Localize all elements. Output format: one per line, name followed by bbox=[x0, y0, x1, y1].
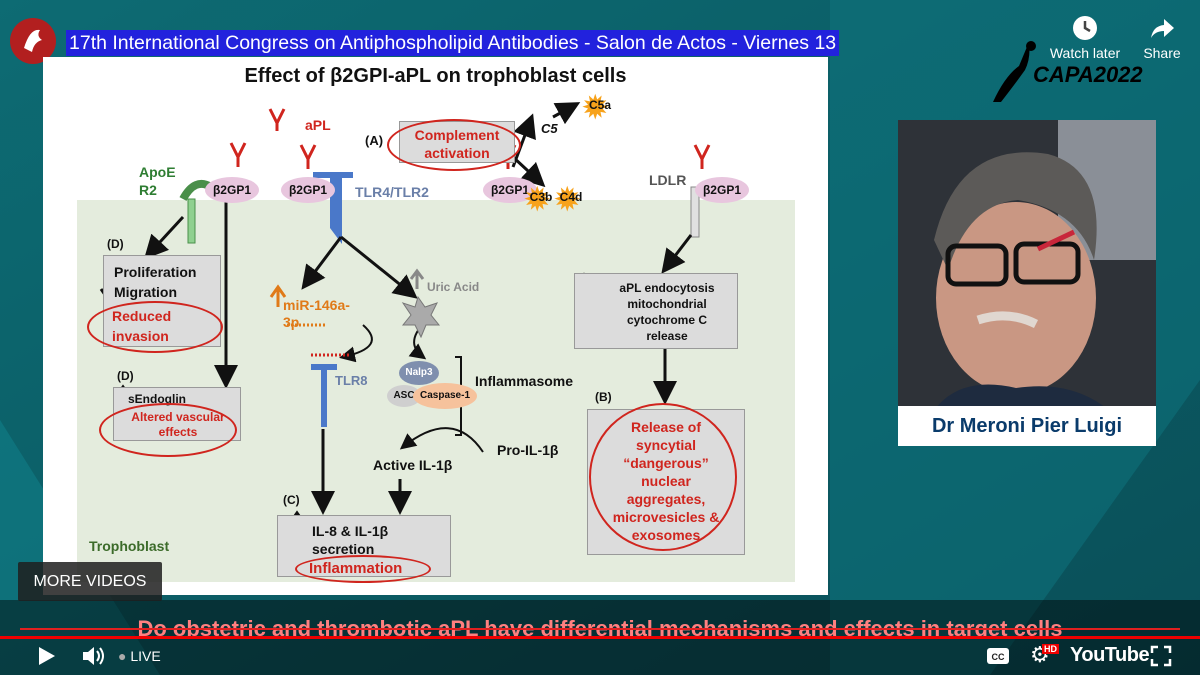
player-controls: ● LIVE CC ⚙ HD YouTube bbox=[0, 636, 1200, 675]
label-d1: (D) bbox=[107, 237, 124, 251]
endocytosis-text: aPL endocytosis mitochondrial cytochrome… bbox=[595, 280, 739, 344]
c5a-star: ✹C5a bbox=[581, 91, 619, 125]
inflammasome-label: Inflammasome bbox=[475, 373, 574, 389]
watch-later-button[interactable]: Watch later bbox=[1042, 14, 1128, 61]
mir-line2: 3p bbox=[283, 314, 300, 330]
volume-icon[interactable] bbox=[80, 643, 108, 669]
proliferation-text: Proliferation Migration bbox=[114, 262, 196, 302]
hd-badge: HD bbox=[1042, 644, 1059, 654]
il8-line2: secretion bbox=[312, 541, 375, 557]
captions-icon[interactable]: CC bbox=[986, 646, 1010, 666]
play-icon[interactable] bbox=[34, 644, 58, 668]
c3b-star: ✹C3b bbox=[523, 183, 559, 217]
tlr8-label: TLR8 bbox=[335, 373, 368, 388]
c3b-label: C3b bbox=[529, 190, 553, 204]
subtitle-ticker: Do obstetric and thrombotic aPL have dif… bbox=[0, 608, 1200, 638]
pro-il1b-label: Pro-IL-1β bbox=[497, 442, 559, 458]
live-label: LIVE bbox=[130, 648, 161, 664]
endo-line2: mitochondrial bbox=[627, 297, 707, 311]
c4d-star: ✹C4d bbox=[553, 183, 589, 217]
speaker-figure bbox=[898, 120, 1156, 446]
clock-icon bbox=[1073, 16, 1097, 40]
settings-button[interactable]: ⚙ HD bbox=[1030, 642, 1059, 670]
live-indicator[interactable]: ● LIVE bbox=[118, 648, 161, 664]
active-il1b-label: Active IL-1β bbox=[373, 457, 453, 473]
share-button[interactable]: Share bbox=[1136, 14, 1188, 61]
prolif-line2: Migration bbox=[114, 284, 177, 300]
nalp3-node: Nalp3 bbox=[399, 361, 439, 385]
b2gp1-ldlr: β2GP1 bbox=[695, 177, 749, 203]
c4d-label: C4d bbox=[559, 190, 583, 204]
endo-line1: aPL endocytosis bbox=[619, 281, 715, 295]
svg-text:CC: CC bbox=[992, 652, 1005, 662]
asc-node: ASC bbox=[387, 385, 421, 407]
altered-vascular-oval bbox=[99, 403, 237, 457]
ticker-strike-line bbox=[20, 628, 1180, 630]
ticker-text: Do obstetric and thrombotic aPL have dif… bbox=[137, 616, 1063, 638]
c5a-label: C5a bbox=[588, 98, 611, 112]
more-videos-button[interactable]: MORE VIDEOS bbox=[18, 562, 162, 601]
watch-later-label: Watch later bbox=[1049, 45, 1121, 61]
apl-label: aPL bbox=[305, 117, 331, 133]
b2gp1-apoe: β2GP1 bbox=[205, 177, 259, 203]
speaker-name: Dr Meroni Pier Luigi bbox=[898, 406, 1156, 446]
fullscreen-icon[interactable] bbox=[1150, 645, 1172, 667]
prolif-line1: Proliferation bbox=[114, 264, 197, 280]
apoe-line2: R2 bbox=[139, 182, 157, 198]
event-logo-icon bbox=[993, 41, 1036, 102]
event-logo: CAPA2022 bbox=[985, 36, 1145, 106]
share-icon bbox=[1151, 19, 1174, 38]
progress-bar[interactable] bbox=[0, 636, 1200, 639]
inflammation-oval bbox=[295, 555, 431, 583]
endo-line3: cytochrome C bbox=[626, 313, 708, 327]
trophoblast-label: Trophoblast bbox=[89, 538, 170, 554]
share-label: Share bbox=[1143, 45, 1181, 61]
caspase-node: Caspase-1 bbox=[413, 383, 477, 409]
presentation-slide: Effect of β2GPI-aPL on trophoblast cells bbox=[43, 57, 828, 595]
b2gp1-complement: β2GP1 bbox=[483, 177, 537, 203]
label-a: (A) bbox=[365, 133, 384, 148]
release-oval bbox=[589, 403, 737, 551]
event-logo-text: CAPA2022 bbox=[1033, 62, 1143, 87]
mir-line1: miR-146a- bbox=[283, 297, 350, 313]
il8-line1: IL-8 & IL-1β bbox=[312, 523, 389, 539]
complement-oval bbox=[387, 119, 521, 171]
mir-146a-label: miR-146a- 3p bbox=[283, 297, 350, 331]
il8-text: IL-8 & IL-1β secretion bbox=[312, 522, 388, 558]
label-d2: (D) bbox=[117, 369, 134, 383]
label-c: (C) bbox=[283, 493, 300, 507]
tlr4-label: TLR4/TLR2 bbox=[355, 184, 429, 200]
youtube-logo[interactable]: YouTube bbox=[1070, 644, 1150, 666]
b2gp1-tlr4: β2GP1 bbox=[281, 177, 335, 203]
channel-logo[interactable] bbox=[10, 18, 56, 64]
apoe-line1: ApoE bbox=[139, 164, 176, 180]
ldlr-label: LDLR bbox=[649, 172, 687, 188]
apoe-r2-label: ApoE R2 bbox=[139, 163, 176, 199]
speaker-video bbox=[898, 120, 1156, 446]
endocytosis-box: aPL endocytosis mitochondrial cytochrome… bbox=[574, 273, 738, 349]
live-dot-icon: ● bbox=[118, 648, 127, 664]
uric-acid-label: Uric Acid bbox=[427, 280, 480, 294]
label-b: (B) bbox=[595, 390, 612, 404]
video-title[interactable]: 17th International Congress on Antiphosp… bbox=[66, 30, 840, 56]
endo-line4: release bbox=[646, 329, 688, 343]
slide-title: Effect of β2GPI-aPL on trophoblast cells bbox=[244, 65, 627, 87]
reduced-invasion-oval bbox=[87, 301, 223, 353]
c5-label: C5 bbox=[541, 121, 558, 136]
